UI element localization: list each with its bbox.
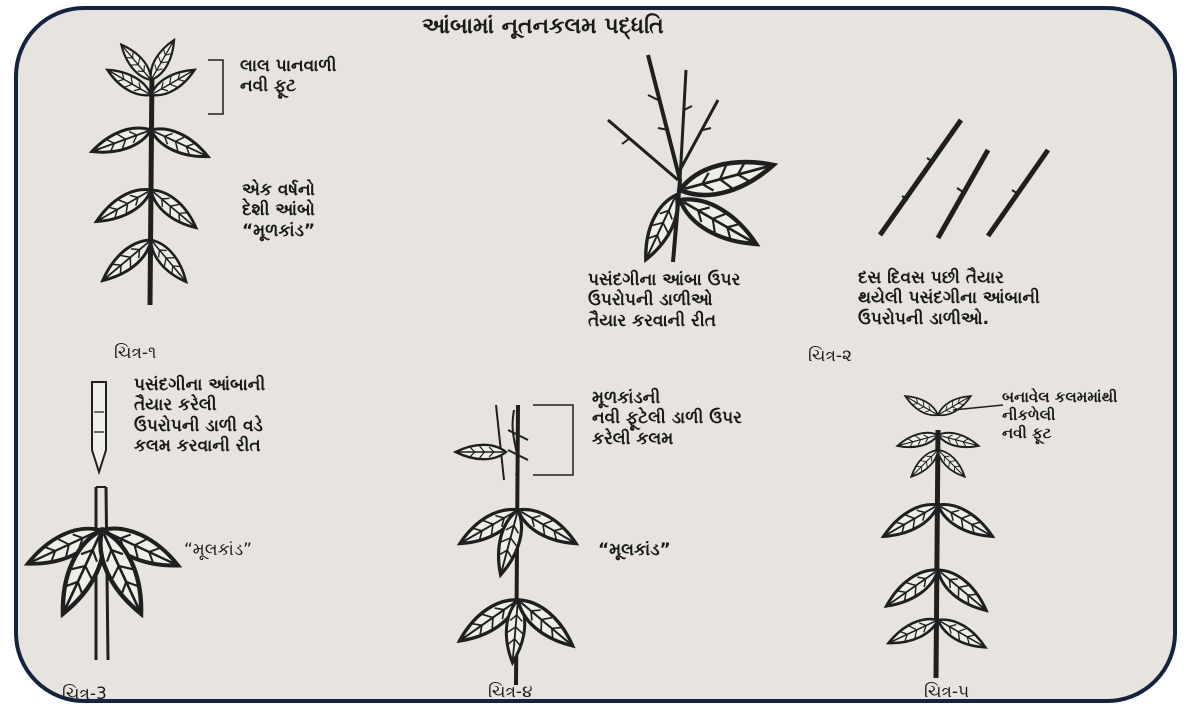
fig4-graft-label: મૂળકાંડની નવી ફૂટેલી ડાળી ઉપર કરેલી કલમ [592, 388, 742, 449]
fig2-ready-label: દસ દિવસ પછી તૈયાર થયેલી પસંદગીના આંબાની … [858, 268, 1040, 329]
fig4-rootstock-label: “મૂલકાંડ” [598, 540, 671, 560]
fig2-scions [880, 120, 1048, 238]
fig1-new-shoot-label: લાલ પાનવાળી નવી ફૂટ [240, 56, 337, 97]
fig2-caption: ચિત્ર-૨ [808, 346, 852, 366]
fig4-graft [454, 405, 581, 685]
fig3-caption: ચિત્ર-3 [62, 684, 107, 703]
fig3-method-label: પસંદગીના આંબાની તૈયાર કરેલી ઉપરોપની ડાળી… [134, 375, 265, 457]
fig1-rootstock-label: એક વર્ષનો દેશી આંબો “મૂળકાંડ” [242, 180, 315, 241]
fig2-branch [608, 55, 777, 264]
fig5-plant [879, 391, 1003, 678]
fig2-preparing-label: પસંદગીના આંબા ઉપર ઉપરોપની ડાળીઓ તૈયાર કર… [588, 270, 740, 331]
fig4-caption: ચિત્ર-૪ [488, 682, 533, 702]
fig1-plant [89, 37, 223, 305]
fig5-caption: ચિત્ર-૫ [924, 682, 969, 702]
fig3-rootstock-label: “મૂલકાંડ” [184, 540, 252, 560]
fig1-caption: ચિત્ર-૧ [114, 343, 156, 363]
fig5-new-shoot-label: બનાવેલ કલમમાંથી નીકળેલી નવી ફૂટ [1002, 388, 1117, 442]
diagram-title: આંબામાં નૂતનકલમ પદ્ધતિ [422, 14, 664, 40]
diagram-frame: આંબામાં નૂતનકલમ પદ્ધતિ લાલ પાનવાળી નવી ફ… [14, 6, 1177, 703]
drawings [18, 10, 1177, 703]
